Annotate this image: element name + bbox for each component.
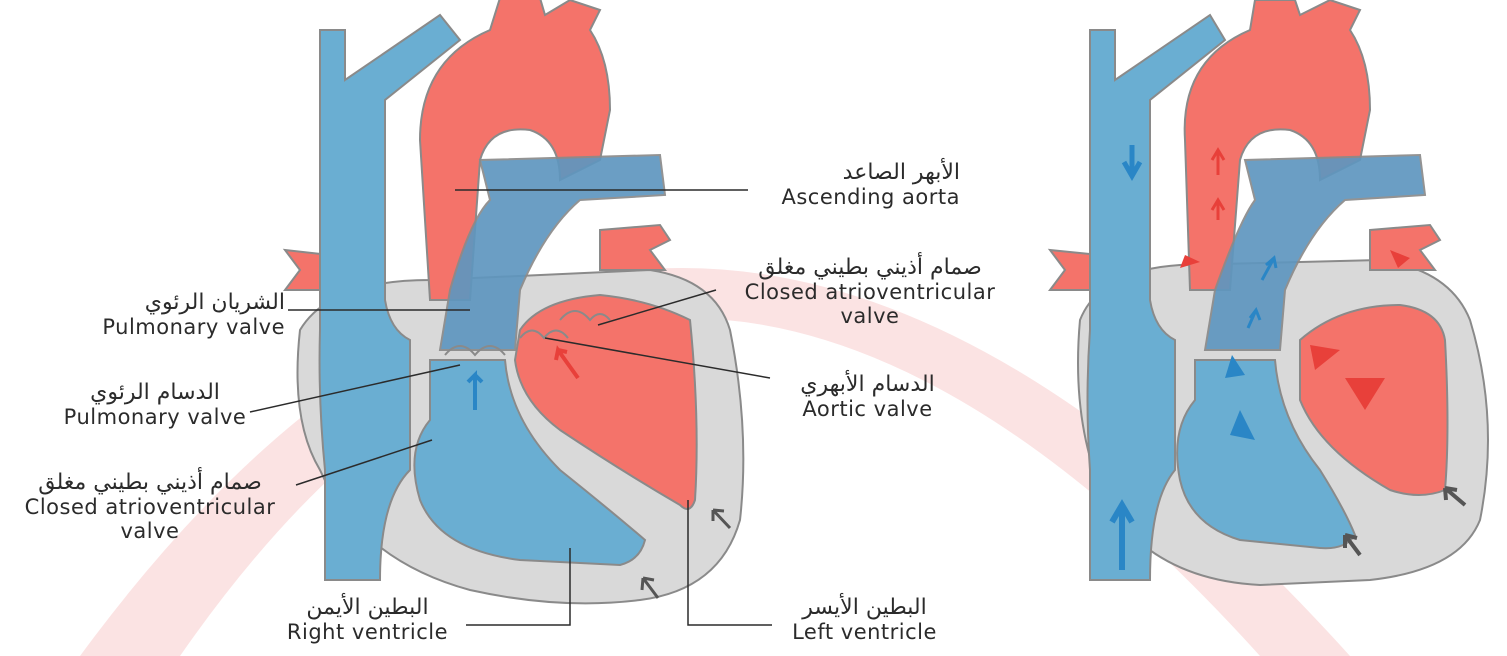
- closed-av-valve-right-ar: صمام أذيني بطيني مغلق: [0, 470, 300, 495]
- closed-av-valve-left-en1: Closed atrioventricular: [720, 280, 1020, 304]
- ascending-aorta-ar: الأبهر الصاعد: [750, 160, 960, 185]
- label-left-ventricle: البطين الأيسر Left ventricle: [772, 595, 957, 644]
- aortic-valve-ar: الدسام الأبهري: [770, 372, 965, 397]
- left-ventricle-en: Left ventricle: [772, 620, 957, 644]
- label-closed-av-valve-right: صمام أذيني بطيني مغلق Closed atrioventri…: [0, 470, 300, 544]
- closed-av-valve-right-en2: valve: [0, 519, 300, 543]
- label-right-ventricle: البطين الأيمن Right ventricle: [270, 595, 465, 644]
- right-pulmonary-veins: [600, 225, 670, 270]
- label-ascending-aorta: الأبهر الصاعد Ascending aorta: [750, 160, 960, 209]
- closed-av-valve-left-en2: valve: [720, 304, 1020, 328]
- right-heart: [1050, 0, 1488, 585]
- label-aortic-valve: الدسام الأبهري Aortic valve: [770, 372, 965, 421]
- label-pulmonary-artery: الشريان الرئوي Pulmonary valve: [70, 290, 285, 339]
- pulmonary-valve-en: Pulmonary valve: [45, 405, 265, 429]
- pulmonary-valve-ar: الدسام الرئوي: [45, 380, 265, 405]
- closed-av-valve-left-ar: صمام أذيني بطيني مغلق: [720, 255, 1020, 280]
- right-ventricle-en: Right ventricle: [270, 620, 465, 644]
- label-pulmonary-valve: الدسام الرئوي Pulmonary valve: [45, 380, 265, 429]
- ascending-aorta-en: Ascending aorta: [750, 185, 960, 209]
- right-ventricle-ar: البطين الأيمن: [270, 595, 465, 620]
- left-ventricle-ar: البطين الأيسر: [772, 595, 957, 620]
- closed-av-valve-right-en1: Closed atrioventricular: [0, 495, 300, 519]
- pulmonary-artery-en: Pulmonary valve: [70, 315, 285, 339]
- label-closed-av-valve-left: صمام أذيني بطيني مغلق Closed atrioventri…: [720, 255, 1020, 329]
- aortic-valve-en: Aortic valve: [770, 397, 965, 421]
- pulmonary-artery-ar: الشريان الرئوي: [70, 290, 285, 315]
- right-heart-pulmonary-veins-r: [1370, 225, 1440, 270]
